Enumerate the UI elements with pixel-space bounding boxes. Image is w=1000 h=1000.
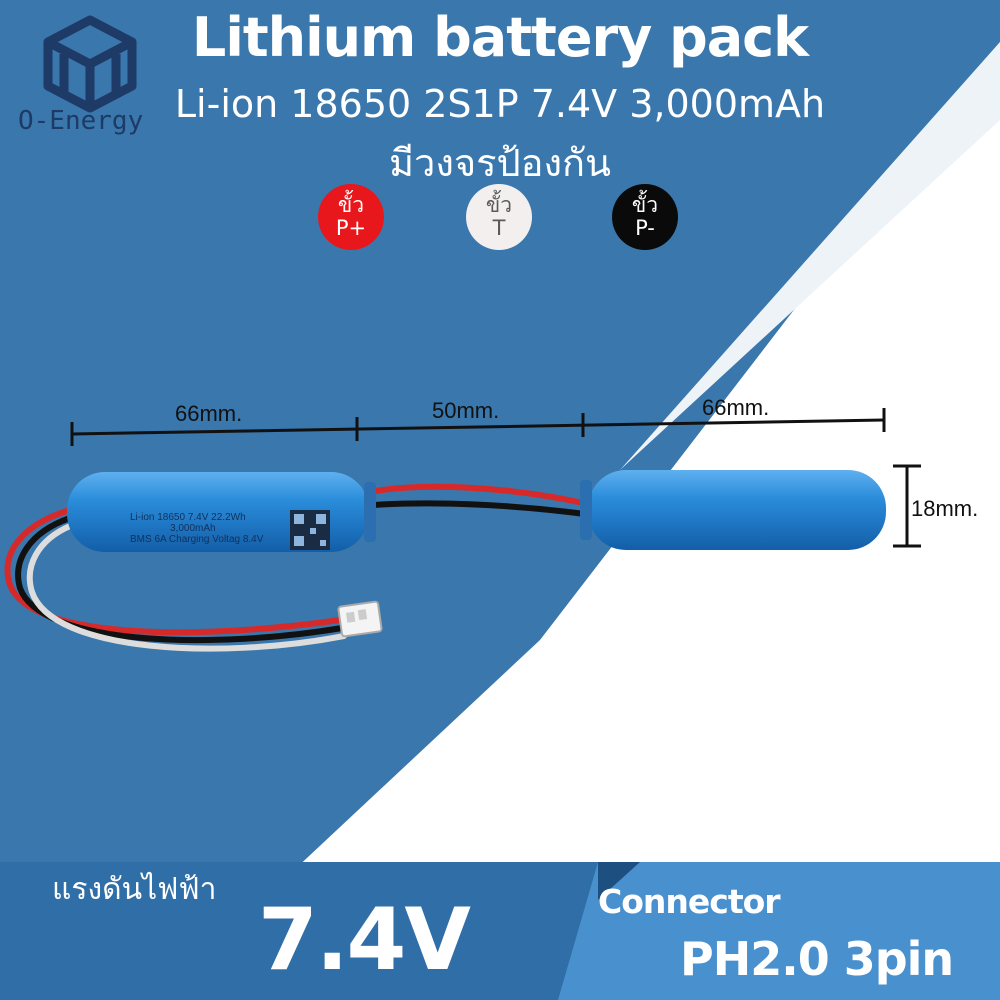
terminal-label: T (492, 216, 506, 240)
brand-logo-text: O-Energy (18, 106, 144, 136)
cube-logo-icon (43, 15, 137, 113)
cell-label-line-1: Li-ion 18650 7.4V 22.2Wh (130, 512, 246, 523)
dimension-diameter: 18mm. (911, 496, 979, 521)
voltage-panel (0, 862, 598, 1000)
terminal-label: P+ (335, 216, 367, 240)
voltage-value: 7.4V (258, 890, 471, 990)
light-diagonal-fade (620, 42, 1000, 470)
cell-label-line-3: BMS 6A Charging Voltag 8.4V (130, 534, 264, 545)
terminal-badge-p-plus: ขั้ว P+ (318, 184, 384, 250)
connector-panel (558, 862, 1000, 1000)
battery-cell-left (67, 472, 376, 552)
dimension-lines (70, 408, 921, 548)
ph-connector (337, 600, 383, 638)
battery-wires (4, 483, 595, 652)
panel-accent (598, 862, 640, 900)
connector-value: PH2.0 3pin (680, 932, 954, 986)
terminal-label: P- (635, 216, 655, 240)
cell-label: Li-ion 18650 7.4V 22.2Wh 3,000mAh BMS 6A… (130, 512, 263, 545)
cell-label-line-2: 3,000mAh (170, 523, 216, 534)
product-spec: Li-ion 18650 2S1P 7.4V 3,000mAh (174, 82, 826, 126)
battery-cell-right (580, 470, 886, 550)
page-title: Lithium battery pack (191, 6, 809, 69)
terminal-prefix: ขั้ว (337, 193, 365, 217)
terminal-badge-p-minus: ขั้ว P- (612, 184, 678, 250)
protection-note: มีวงจรป้องกัน (388, 141, 612, 185)
dimension-gap: 50mm. (432, 398, 500, 423)
voltage-label: แรงดันไฟฟ้า (52, 872, 217, 907)
connector-label: Connector (598, 882, 781, 921)
dimension-cell-right: 66mm. (702, 395, 770, 420)
terminal-prefix: ขั้ว (485, 193, 513, 217)
light-diagonal-panel (230, 42, 1000, 1000)
dimension-cell-left: 66mm. (175, 401, 243, 426)
terminal-badge-t: ขั้ว T (466, 184, 532, 250)
terminal-prefix: ขั้ว (631, 193, 659, 217)
